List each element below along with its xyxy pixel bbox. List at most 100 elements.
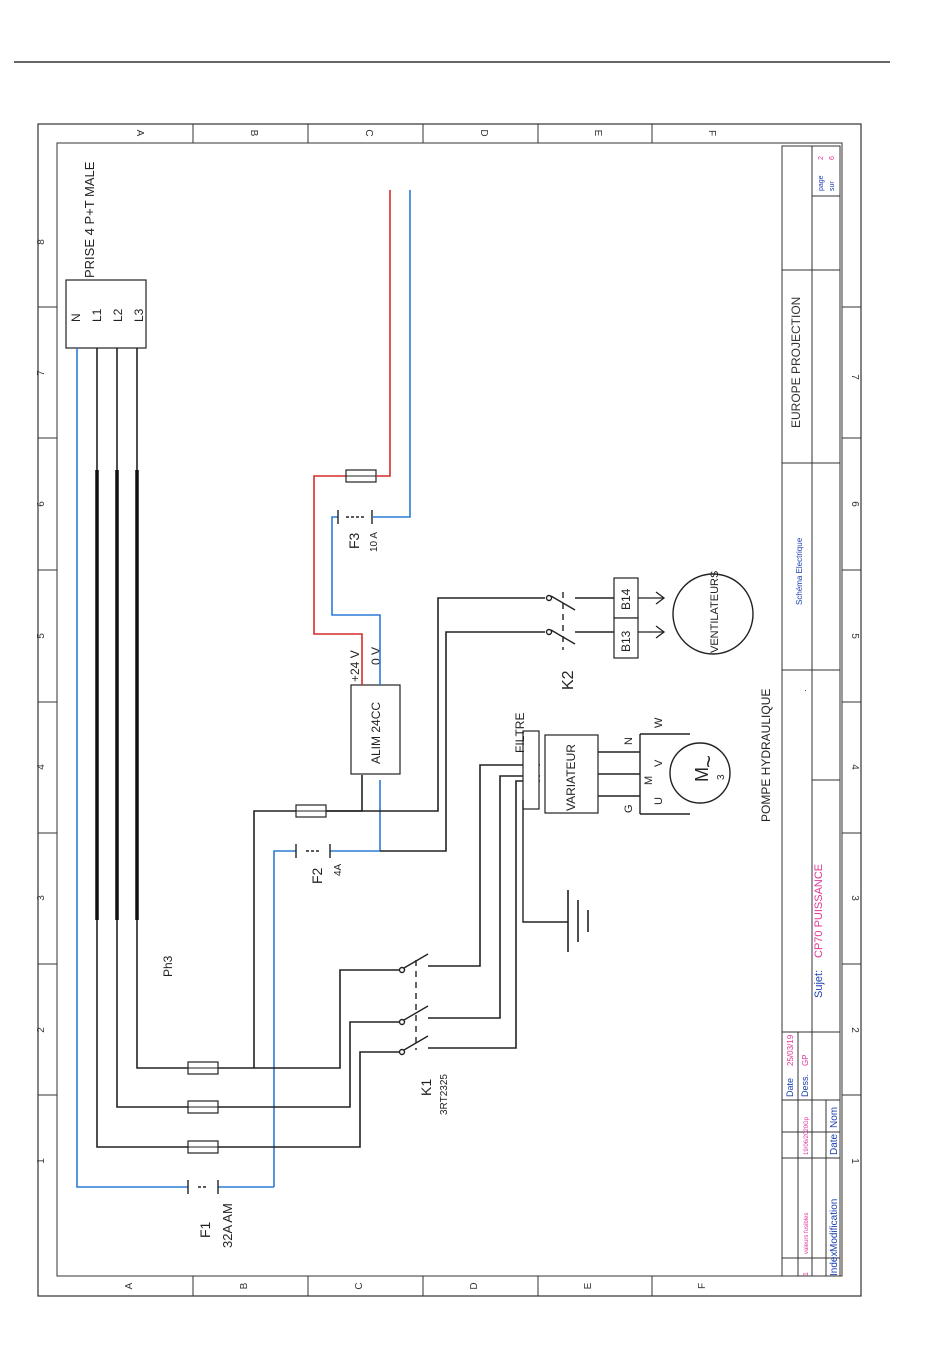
modification-label: Modification — [829, 1199, 840, 1252]
plug-pin-l3: L3 — [132, 308, 146, 322]
drive-n: N — [623, 737, 635, 745]
motor-m: M — [692, 767, 712, 782]
wire-neutral — [76, 348, 188, 1188]
f1-name: F1 — [197, 1221, 213, 1238]
dess-label: Dess. — [800, 1074, 810, 1097]
k2-contacts — [545, 592, 576, 650]
psu-label: ALIM 24CC — [369, 702, 383, 764]
frame-row-number: 6 — [849, 501, 860, 507]
frame-row-number: 8 — [36, 239, 47, 245]
frame-col-letter: A — [124, 1282, 135, 1289]
b13-label: B13 — [619, 630, 633, 652]
sur-label: sur — [829, 181, 836, 191]
b13-terminal — [613, 617, 639, 659]
page-total: 6 — [829, 156, 836, 160]
frame-row-number: 3 — [36, 895, 47, 901]
wire-l3-to-k1 — [218, 969, 400, 1069]
filter-label: FILTRE — [513, 713, 527, 753]
f3-disconnect — [337, 510, 373, 524]
schema-title: Schéma Electrique — [795, 537, 804, 605]
wire-24v — [313, 475, 363, 685]
frame-row-number: 1 — [36, 1158, 47, 1164]
frame-col-letter: E — [592, 130, 603, 137]
dess-value: GP — [801, 1054, 810, 1066]
frame-row-number: 5 — [36, 633, 47, 639]
wire-0v — [331, 516, 381, 685]
k1-ref: 3RT2325 — [439, 1074, 450, 1115]
frame-col-letter: B — [239, 1282, 250, 1289]
fuse-centerlines — [188, 1067, 218, 1148]
frame-inner — [56, 142, 843, 1277]
psu-plus: +24 V — [348, 650, 362, 682]
frame-row-numbers-left: 8 7 6 5 4 3 2 1 — [36, 239, 47, 1164]
frame-row-number: 5 — [849, 633, 860, 639]
wire-phase-to-psu — [326, 775, 363, 812]
frame-row-number: 4 — [849, 764, 860, 770]
motor-u: U — [653, 797, 665, 805]
f2-name: F2 — [309, 867, 325, 884]
frame-col-letter: C — [363, 129, 374, 136]
ground-icon — [567, 890, 589, 952]
drive-to-motor-wires — [598, 751, 640, 797]
f1-disconnect — [187, 1180, 219, 1194]
frame-column-ticks — [192, 124, 653, 1296]
f3-name: F3 — [346, 532, 362, 549]
motor-v: V — [653, 759, 665, 767]
motor-phase: 3 — [716, 774, 727, 780]
frame-col-letter: D — [469, 1282, 480, 1289]
fans-label: VENTILATEURS — [709, 571, 721, 653]
k1-contacts — [398, 953, 429, 1056]
drive-box — [544, 734, 599, 814]
frame-col-letters-top: A B C D E F — [134, 129, 717, 136]
k1-name: K1 — [418, 1079, 434, 1096]
wire-24v-out — [376, 190, 391, 477]
main-fuses — [187, 1061, 219, 1154]
rev-nom: Gp — [804, 1116, 810, 1125]
plug-pins: N L1 L2 L3 — [69, 308, 146, 322]
frame-row-number: 7 — [849, 374, 860, 380]
wire-l2-to-k1 — [218, 1021, 400, 1108]
frame-col-letter: F — [697, 1283, 708, 1289]
f2-rating: 4A — [333, 863, 344, 876]
date-label: Date — [785, 1078, 795, 1097]
k2-name: K2 — [560, 670, 577, 690]
wire-phase-to-k2 — [326, 597, 545, 812]
frame-col-letter: B — [248, 130, 259, 137]
f1-rating: 32A AM — [220, 1203, 235, 1248]
wire-0v-out — [372, 190, 411, 518]
title-block — [781, 145, 841, 1277]
plug-label: PRISE 4 P+T MALE — [82, 161, 97, 278]
f3-rating: 10 A — [369, 532, 380, 552]
frame-col-letters-bottom: A B C D E F — [124, 1282, 708, 1289]
plug-pin-n: N — [69, 313, 83, 322]
motor-caption: POMPE HYDRAULIQUE — [759, 689, 773, 822]
wire-l1 — [96, 348, 188, 1148]
page-label: page — [818, 175, 825, 191]
frame-col-letter: F — [706, 130, 717, 136]
motor-circle — [669, 742, 731, 804]
wire-k1-out-3 — [428, 764, 540, 967]
frame-col-letter: C — [354, 1282, 365, 1289]
frame-row-number: 2 — [36, 1027, 47, 1033]
plug-pin-l1: L1 — [90, 308, 104, 322]
frame-row-numbers-right: 7 6 5 4 3 2 1 — [849, 374, 860, 1164]
frame-row-number: 1 — [849, 1158, 860, 1164]
frame-row-number: 2 — [849, 1027, 860, 1033]
phase-label: Ph3 — [161, 955, 175, 977]
wire-thick-segments — [95, 470, 139, 920]
filter-box — [522, 730, 540, 810]
psu-box — [350, 684, 401, 775]
motor-tilde: ~ — [696, 755, 721, 768]
frame-outer — [37, 123, 862, 1297]
plug-pin-l2: L2 — [111, 308, 125, 322]
sujet-label: Sujet: — [813, 970, 825, 998]
mod-date-label: Date — [829, 1133, 840, 1155]
title-dot: . — [798, 689, 809, 692]
fan-arrows — [638, 591, 666, 639]
frame-col-letter: D — [478, 129, 489, 136]
wire-ground — [522, 800, 568, 923]
drive-label: VARIATEUR — [564, 744, 578, 811]
wire-neutral-to-k2 — [380, 631, 545, 852]
rev-date: 19/06/2020 — [804, 1124, 810, 1155]
